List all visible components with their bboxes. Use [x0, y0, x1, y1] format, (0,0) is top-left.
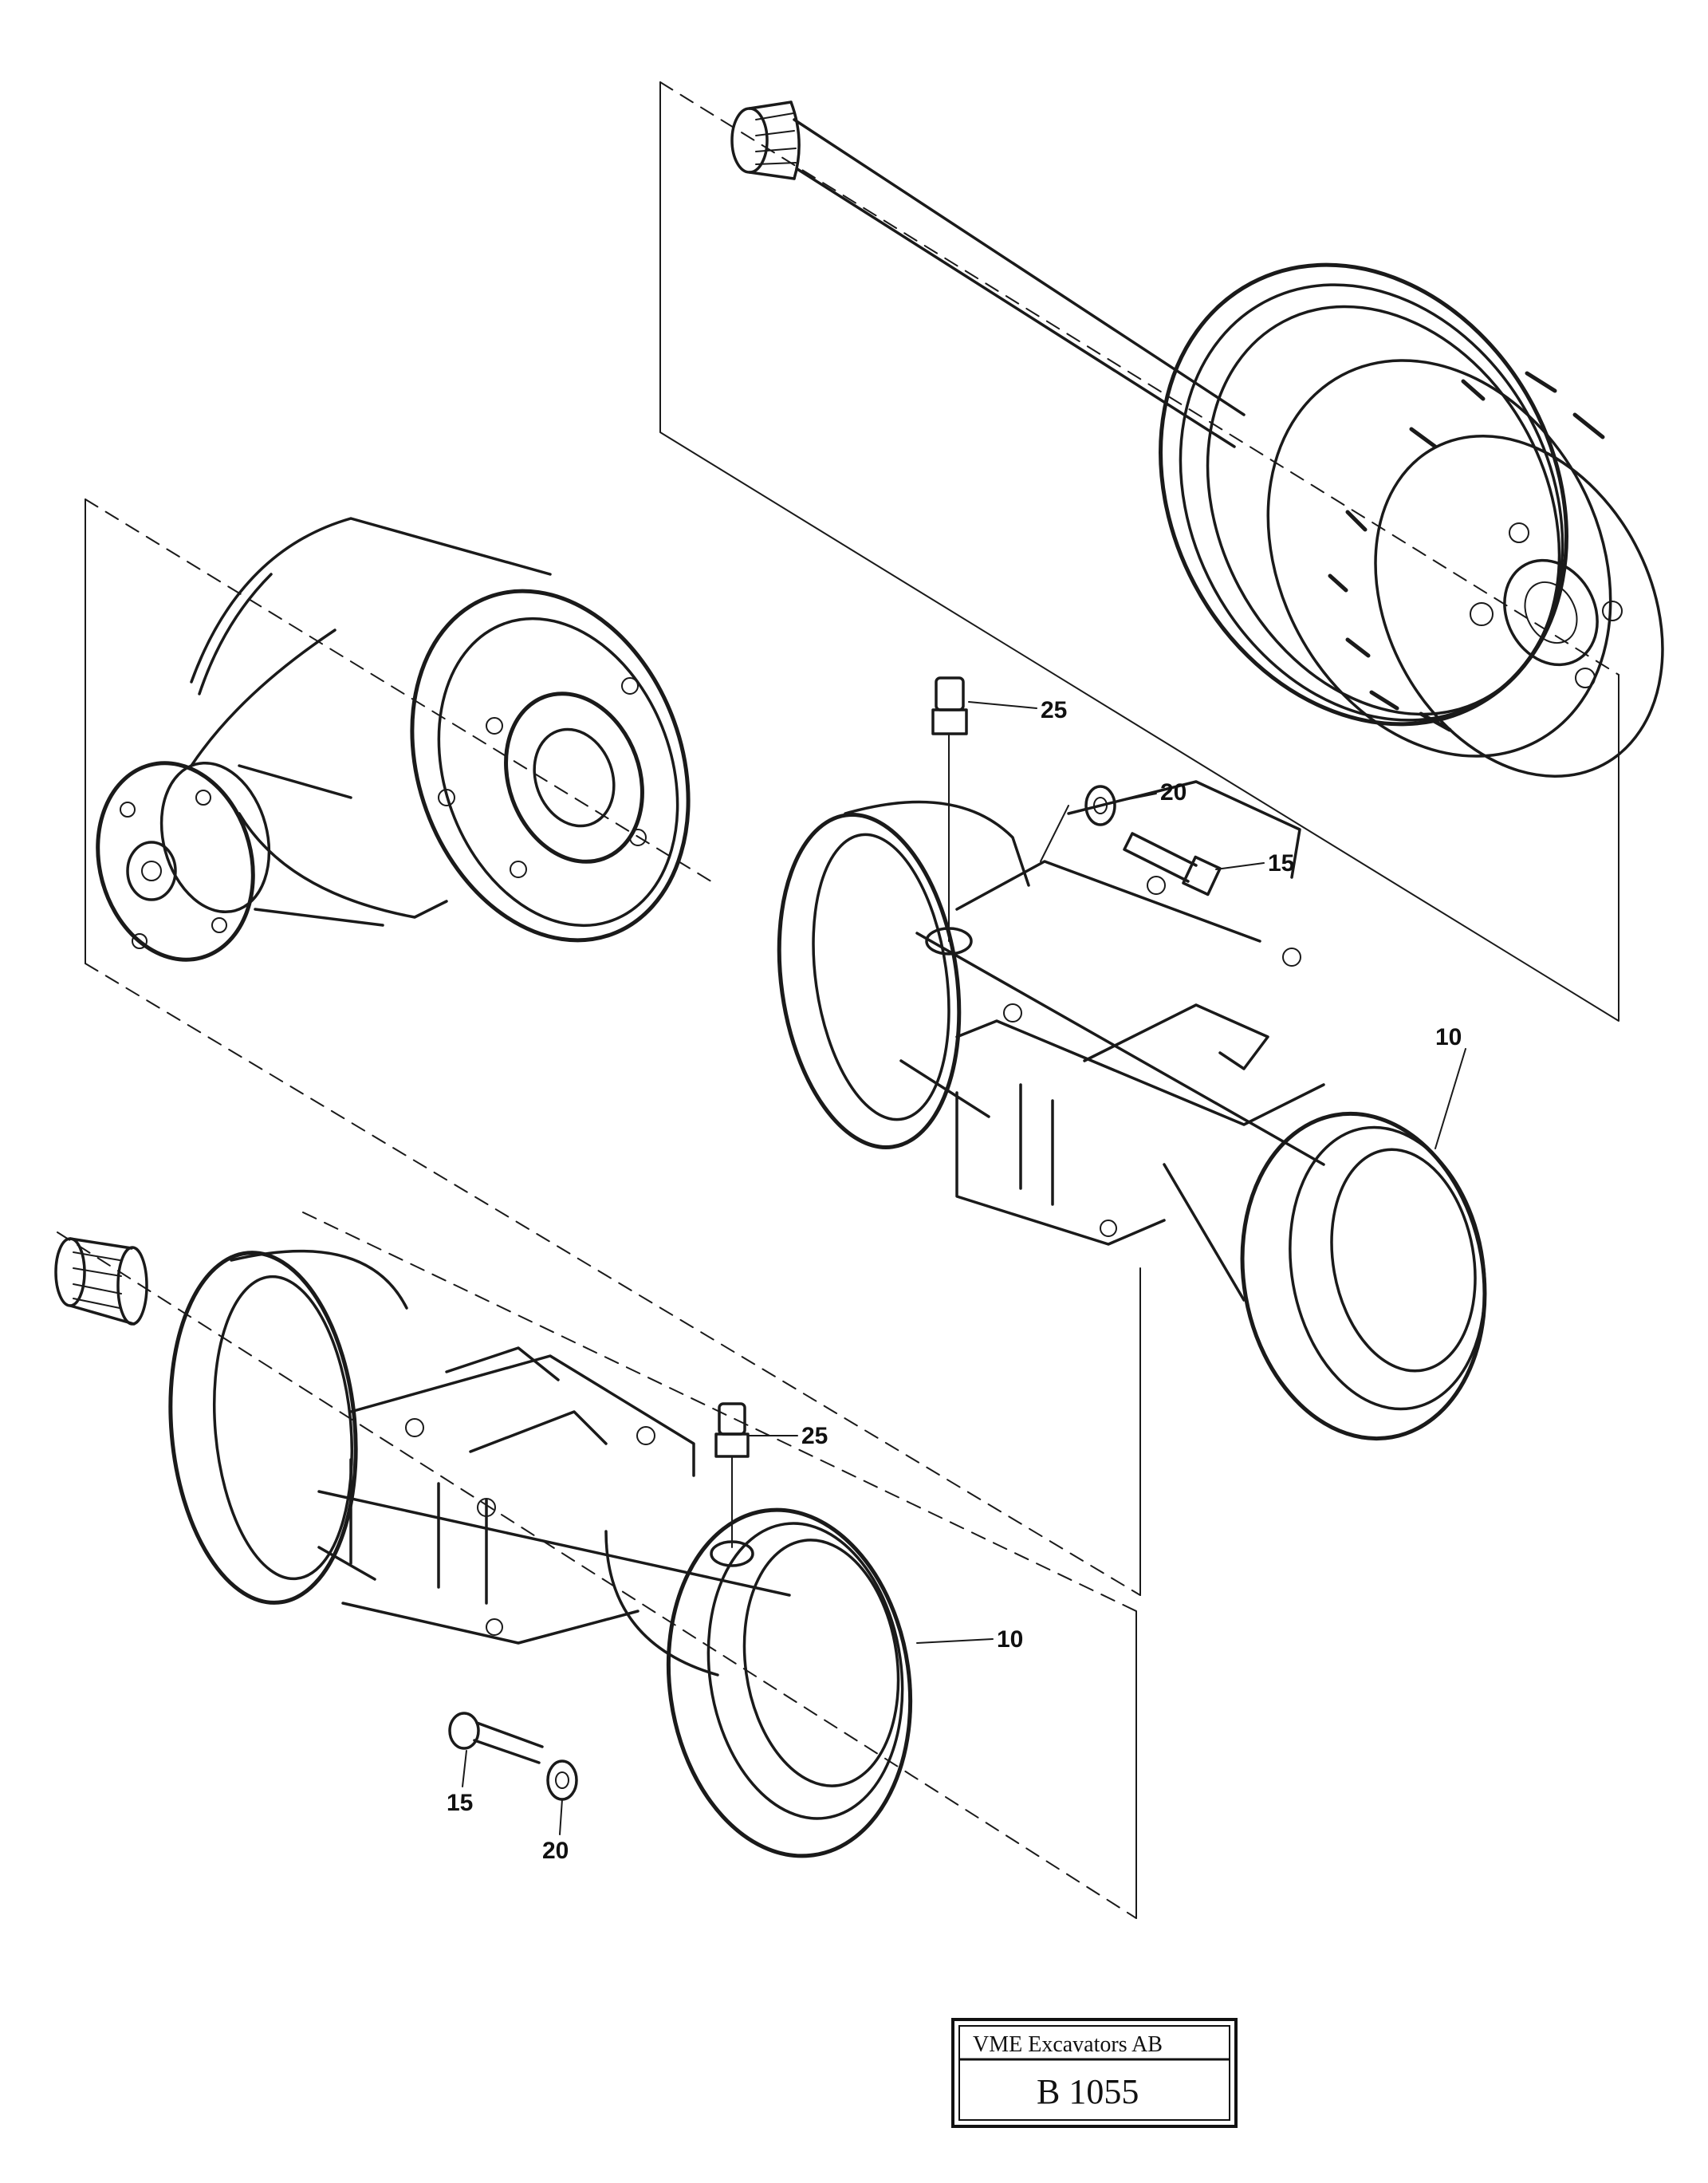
title-block-drawing-number: B 1055	[1037, 2072, 1139, 2111]
callout-15-lower: 15	[447, 1790, 473, 1816]
assembly-plane-middle	[85, 498, 1141, 1596]
breather-plug-upper	[925, 676, 973, 956]
title-block-company: VME Excavators AB	[973, 2032, 1163, 2057]
breather-plug-lower	[710, 1402, 754, 1567]
callout-20-upper: 20	[1160, 779, 1187, 806]
axle-housing-left	[168, 1249, 913, 1858]
splined-stub-shaft	[54, 1237, 148, 1326]
wheel-studs	[1328, 371, 1605, 732]
drive-shaft	[730, 100, 1246, 448]
callout-25-lower: 25	[801, 1423, 828, 1449]
washer-lower	[546, 1759, 578, 1801]
leader-lines	[462, 701, 1466, 1835]
assembly-plane-lower	[57, 1212, 1137, 1919]
callout-10-lower: 10	[997, 1626, 1023, 1653]
input-flange	[96, 761, 384, 962]
bolt-lower	[448, 1712, 544, 1764]
callout-10-upper: 10	[1435, 1024, 1462, 1050]
brake-drum-hub	[1159, 262, 1664, 778]
title-block: VME Excavators AB B 1055	[951, 2018, 1238, 2128]
callout-15-upper: 15	[1268, 850, 1294, 877]
bolt-upper	[1123, 832, 1222, 896]
callout-25-upper: 25	[1041, 697, 1067, 723]
callout-20-lower: 20	[542, 1838, 569, 1864]
washer-upper	[1084, 785, 1116, 826]
differential-housing	[96, 517, 691, 962]
axle-housing-right	[777, 780, 1487, 1441]
assembly-plane-upper	[659, 81, 1619, 1022]
